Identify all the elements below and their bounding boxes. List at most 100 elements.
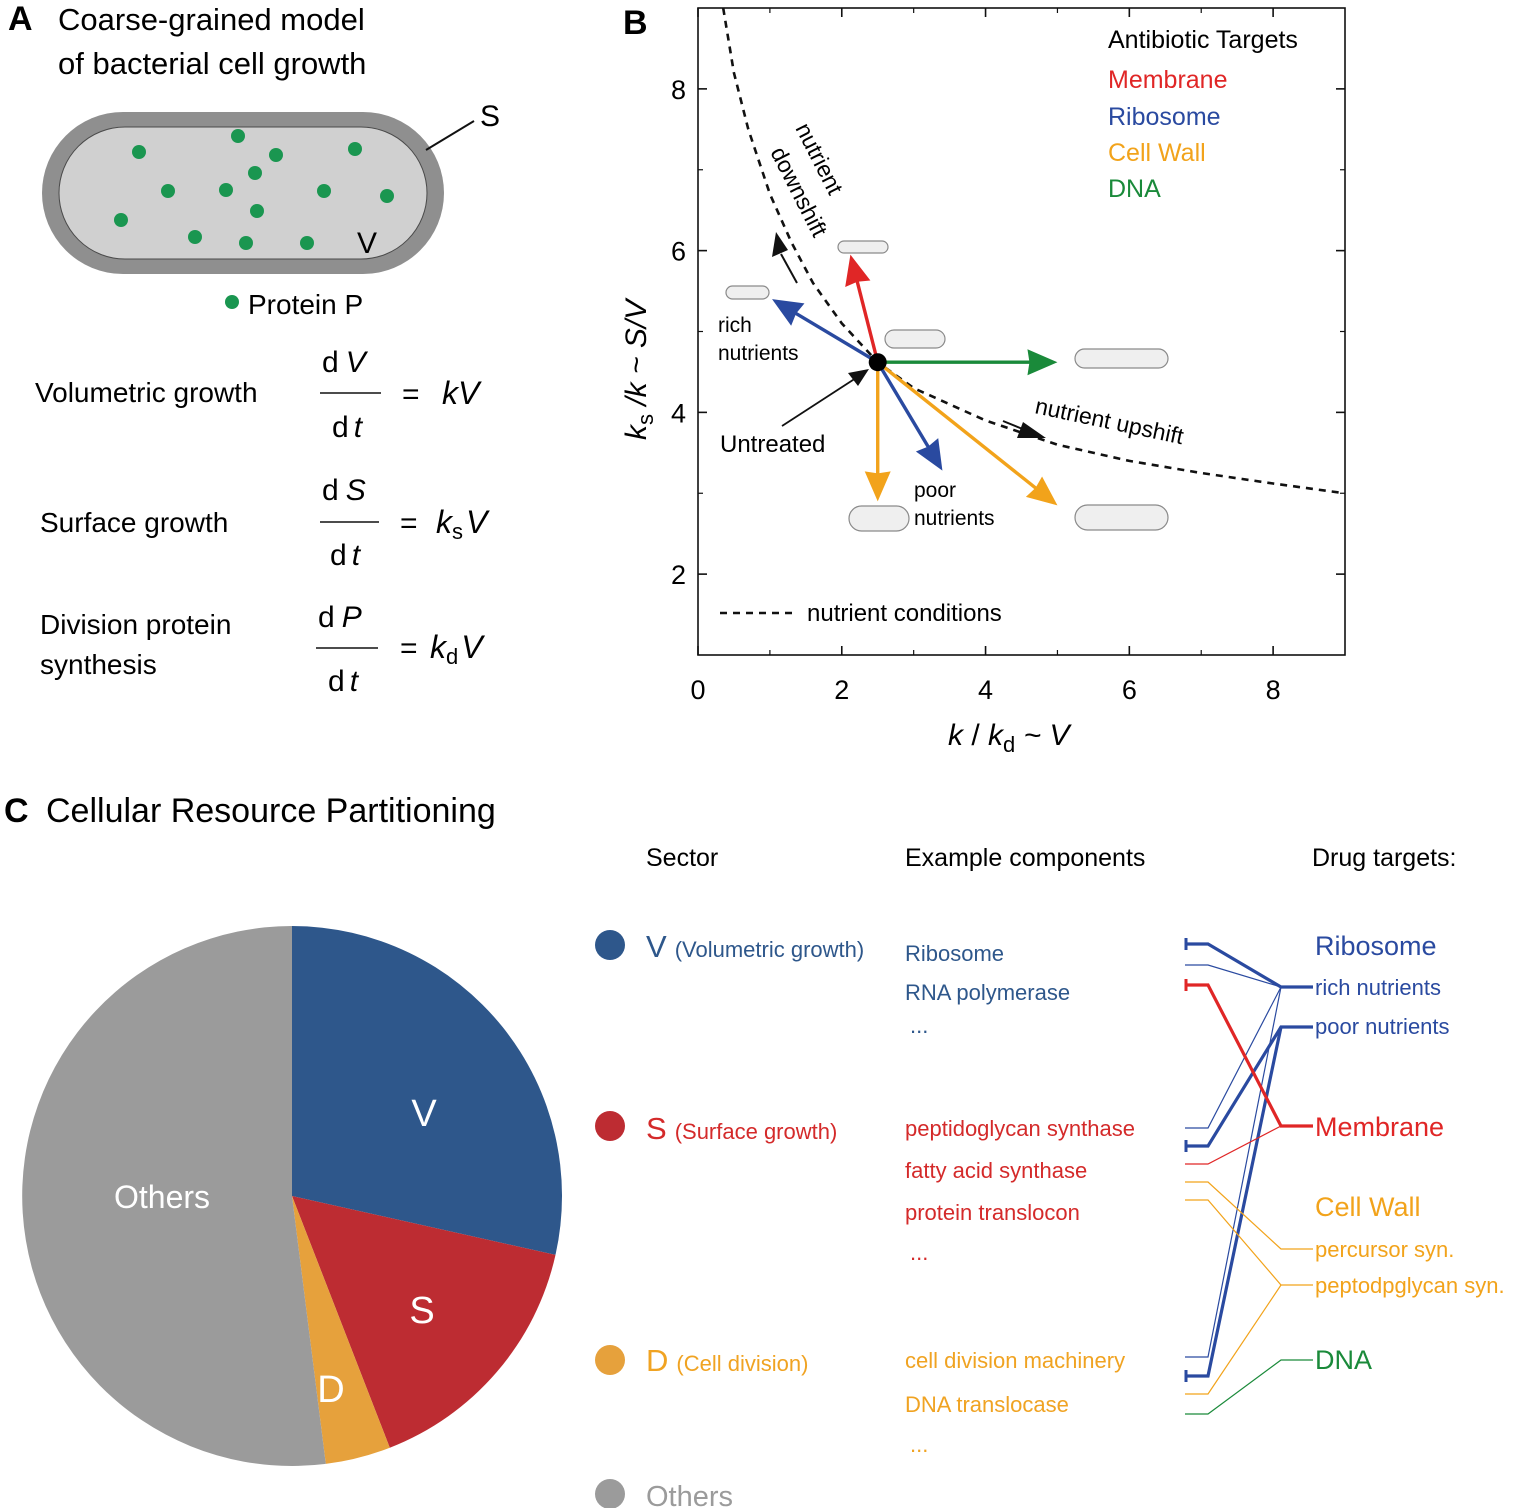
target-membrane: Membrane xyxy=(1315,1112,1444,1142)
x-tick-label: 6 xyxy=(1122,675,1137,705)
target-connectors xyxy=(1184,938,1313,1415)
eq2-label: Surface growth xyxy=(40,507,228,538)
link-peptidoglycan-1 xyxy=(1185,1199,1313,1286)
pie-label-s: S xyxy=(409,1290,434,1332)
cell-cytoplasm xyxy=(58,126,428,260)
protein-dot xyxy=(300,236,314,250)
protein-dot xyxy=(348,142,362,156)
x-axis-label: k / kd ~ V xyxy=(948,719,1072,757)
y-tick-label: 6 xyxy=(671,237,686,267)
sector-s: S(Surface growth) xyxy=(646,1111,837,1146)
eq2-rhs: ksV xyxy=(436,504,490,544)
y-axis-label: ks /k ~ S/V xyxy=(620,297,658,440)
sector-v-dot xyxy=(595,930,625,960)
protein-dot xyxy=(161,184,175,198)
cell-shape-cellwall-down xyxy=(848,505,910,532)
component-cell-division-machinery: cell division machinery xyxy=(905,1348,1125,1373)
x-tick-label: 0 xyxy=(690,675,705,705)
arrow-membrane-head xyxy=(845,254,871,287)
component-rna-polymerase: RNA polymerase xyxy=(905,980,1070,1005)
untreated-pointer-shaft xyxy=(781,377,857,427)
legend-dna: DNA xyxy=(1108,175,1161,203)
arrow-membrane-shaft xyxy=(854,277,880,363)
target-ribosome: Ribosome xyxy=(1315,931,1437,961)
rich-label-line2: nutrients xyxy=(718,342,799,365)
x-tick-label: 2 xyxy=(834,675,849,705)
panel-c-title: Cellular Resource Partitioning xyxy=(46,792,496,830)
pie-slice-others xyxy=(22,926,326,1466)
s-leader-line xyxy=(425,120,475,151)
eq3-label-line2: synthesis xyxy=(40,649,157,680)
link-membrane-thick xyxy=(1185,983,1313,1128)
link-s-rich-thin xyxy=(1185,986,1282,1129)
dashed-legend-label: nutrient conditions xyxy=(807,600,1002,627)
component-protein-translocon: protein translocon xyxy=(905,1200,1080,1225)
components-d: cell division machinery DNA translocase … xyxy=(905,1348,1125,1457)
upshift-arrow-head xyxy=(1017,422,1046,438)
target-percursor-syn: percursor syn. xyxy=(1315,1237,1454,1262)
y-tick-label: 4 xyxy=(671,398,686,428)
downshift-arrow-head xyxy=(772,232,788,257)
plot-frame xyxy=(697,7,1346,656)
upshift-label: nutrient upshift xyxy=(1033,392,1187,449)
label-s: S xyxy=(480,100,500,133)
protein-dot xyxy=(231,129,245,143)
legend-cell-wall: Cell Wall xyxy=(1108,139,1206,167)
eq3-label-line1: Division protein xyxy=(40,609,231,640)
protein-dot xyxy=(250,204,264,218)
sector-d-dot xyxy=(595,1345,625,1375)
downshift-arrow-shaft xyxy=(780,253,798,284)
legend-title: Antibiotic Targets xyxy=(1108,26,1298,54)
label-v: V xyxy=(357,227,377,260)
link-peptidoglycan-2 xyxy=(1185,1284,1282,1395)
sector-d: D(Cell division) xyxy=(646,1343,808,1378)
protein-legend-dot xyxy=(225,295,239,309)
protein-legend-label: Protein P xyxy=(248,289,363,320)
cell-shape-rich xyxy=(725,285,770,300)
poor-label-line1: poor xyxy=(914,479,956,502)
eq1-label: Volumetric growth xyxy=(35,377,258,408)
component-d-more: ... xyxy=(910,1432,928,1457)
legend-membrane: Membrane xyxy=(1108,66,1228,94)
component-dna-translocase: DNA translocase xyxy=(905,1392,1069,1417)
link-d-rich-thin xyxy=(1185,986,1282,1358)
panel-a: A Coarse-grained model of bacterial cell… xyxy=(8,0,500,698)
panel-b-letter: B xyxy=(623,4,648,42)
protein-dot xyxy=(380,189,394,203)
poor-label-line2: nutrients xyxy=(914,507,995,530)
target-cell-wall: Cell Wall xyxy=(1315,1192,1421,1222)
panel-c: C Cellular Resource Partitioning V S D O… xyxy=(4,792,1505,1508)
nutrient-curve xyxy=(721,8,1345,495)
y-tick-label: 2 xyxy=(671,560,686,590)
arrow-ribosome-head xyxy=(915,438,943,471)
arrow-ribosome-shaft xyxy=(876,361,932,451)
component-fatty-acid-synthase: fatty acid synthase xyxy=(905,1158,1087,1183)
arrow-ribosome-head xyxy=(772,299,805,326)
x-tick-label: 4 xyxy=(978,675,993,705)
link-ribosome-rich-thick xyxy=(1185,942,1313,989)
cell-shapes xyxy=(725,240,1169,532)
pie-label-v: V xyxy=(411,1093,437,1135)
pie-slice-v xyxy=(292,926,563,1255)
link-membrane-thin xyxy=(1185,1125,1282,1165)
untreated-label: Untreated xyxy=(720,431,825,458)
pie-slice-d xyxy=(292,1196,390,1464)
components-v: Ribosome RNA polymerase ... xyxy=(905,941,1070,1038)
target-rich-nutrients: rich nutrients xyxy=(1315,975,1441,1000)
target-poor-nutrients: poor nutrients xyxy=(1315,1014,1450,1039)
protein-dot xyxy=(269,148,283,162)
link-s-poor-thick xyxy=(1185,1025,1313,1148)
cell-shape-membrane xyxy=(837,240,889,254)
curve-direction-arrows xyxy=(772,232,1046,438)
panel-c-letter: C xyxy=(4,792,29,830)
sector-others-dot xyxy=(595,1479,625,1508)
arrow-dna-head xyxy=(1027,349,1058,376)
treatment-arrows xyxy=(772,254,1058,506)
